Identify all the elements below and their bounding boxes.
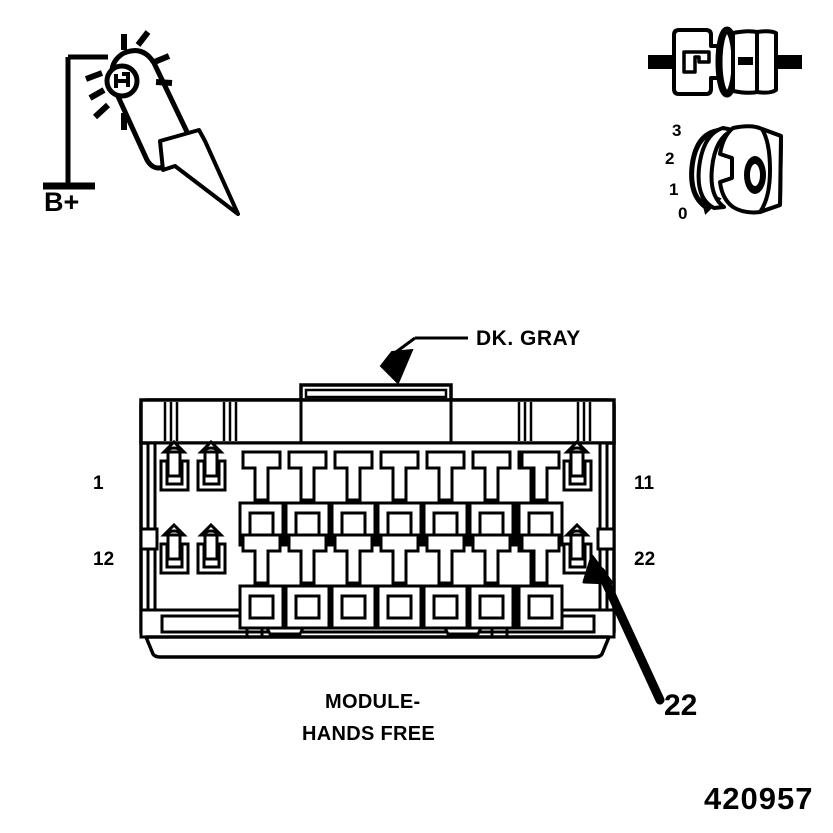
key-position-0-label: 0	[678, 204, 688, 223]
cavity-pin-22[interactable]	[562, 522, 593, 575]
b-plus-label: B+	[44, 187, 80, 217]
cavity-pin-11[interactable]	[562, 439, 593, 492]
figure-number: 420957	[704, 781, 814, 816]
row-label-top-left: 1	[93, 473, 104, 494]
pin22-callout-label: 22	[664, 689, 698, 722]
key-position-2-label: 2	[665, 149, 675, 168]
row-label-bottom-left: 12	[93, 549, 115, 570]
module-name-line1: MODULE-	[325, 691, 421, 713]
connector-disconnected-icon	[648, 26, 802, 98]
cavity-pin-12[interactable]	[159, 522, 190, 575]
cavity-pin-15[interactable]	[284, 533, 331, 630]
cavity-pin-16[interactable]	[330, 533, 377, 630]
probe-tip	[158, 128, 240, 216]
key-position-3-label: 3	[672, 121, 682, 140]
test-light-probe-icon	[43, 54, 108, 190]
bulb-filament-icon	[104, 63, 140, 99]
cavity-pin-1[interactable]	[159, 439, 190, 492]
cavity-row-bottom	[159, 522, 593, 630]
row-label-top-right: 11	[634, 473, 655, 494]
ignition-key-switch-icon	[689, 124, 783, 215]
cavity-pin-18[interactable]	[422, 533, 469, 630]
cavity-pin-13[interactable]	[196, 522, 227, 575]
cavity-pin-14[interactable]	[238, 533, 285, 630]
cavity-pin-19[interactable]	[468, 533, 515, 630]
row-label-bottom-right: 22	[634, 549, 656, 570]
cavity-pin-21[interactable]	[517, 533, 564, 630]
pin22-callout-arrow	[582, 554, 665, 705]
key-position-1-label: 1	[669, 180, 679, 199]
connector-color-label: DK. GRAY	[476, 327, 581, 350]
dk-gray-leader	[379, 336, 468, 385]
module-name-line2: HANDS FREE	[302, 723, 436, 745]
cavity-pin-2[interactable]	[196, 439, 227, 492]
cavity-pin-17[interactable]	[376, 533, 423, 630]
light-rays-icon	[84, 30, 173, 130]
